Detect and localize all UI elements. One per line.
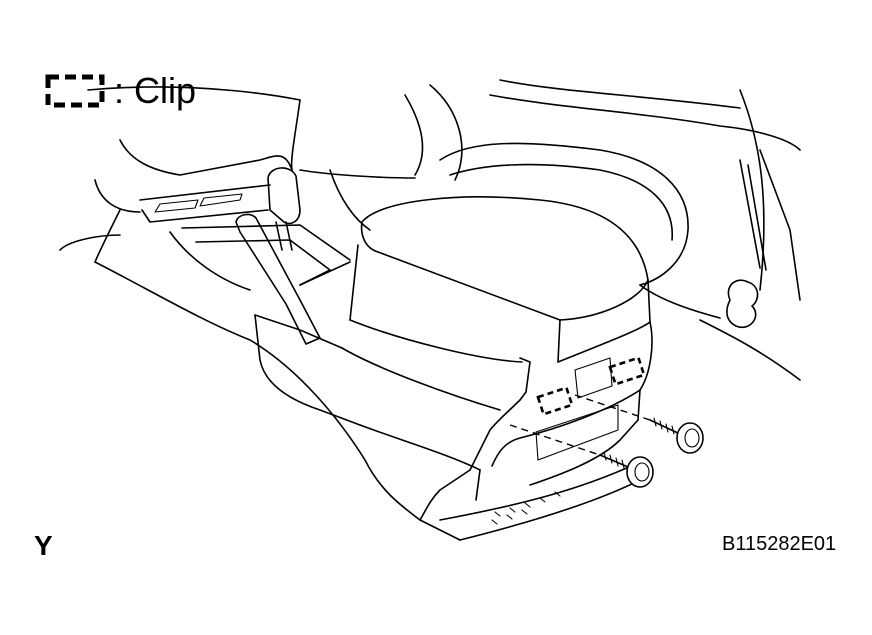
clip-markers	[536, 356, 646, 416]
armrest-lid	[349, 196, 651, 363]
clip-legend: : Clip	[44, 70, 196, 112]
screw-guide-lines	[509, 394, 651, 456]
dashed-rectangle-clip-icon	[45, 74, 105, 108]
seat-outline	[439, 89, 801, 381]
console-body	[59, 209, 501, 541]
figure-code: B115282E01	[722, 533, 837, 555]
front-console-tray	[139, 184, 351, 291]
screw-lower	[599, 451, 654, 488]
clip-marker-left	[536, 386, 574, 416]
lower-trim	[439, 461, 646, 541]
view-label: Y	[34, 530, 53, 561]
parking-brake-lever	[235, 213, 321, 345]
shift-lever	[267, 167, 301, 251]
clip-marker-right	[608, 356, 646, 386]
clip-legend-label: : Clip	[114, 70, 197, 111]
console-rear-panel	[419, 321, 653, 521]
dashboard-outline	[87, 79, 801, 231]
screw-upper	[649, 417, 704, 454]
